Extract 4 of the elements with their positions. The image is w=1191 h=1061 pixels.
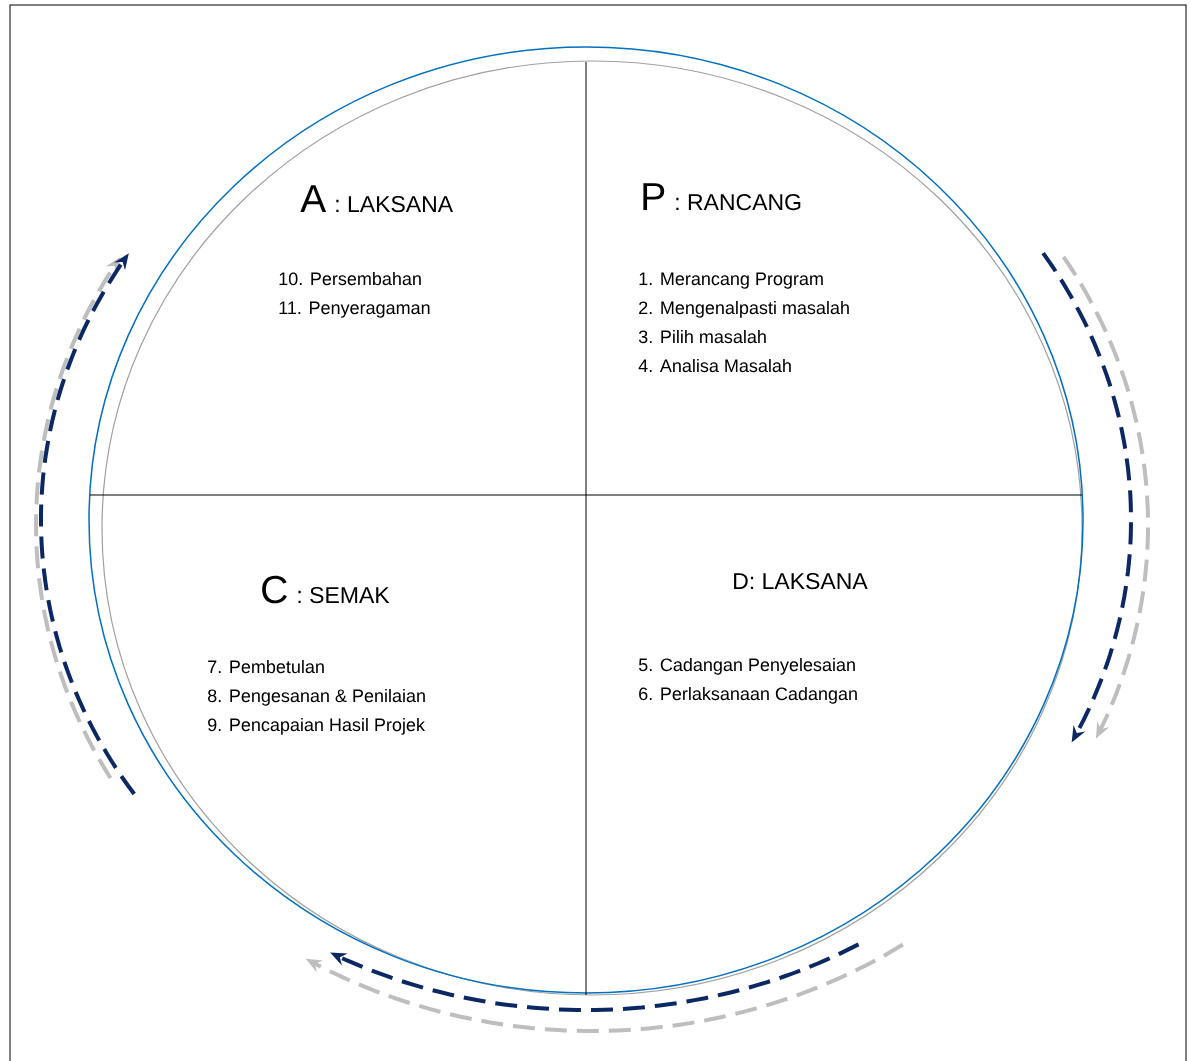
quadrant-text: D: LAKSANA 5. Cadangan Penyelesaian 6. Perlaksanaan Cadangan xyxy=(638,572,868,704)
quadrant-text: P : RANCANG 1. Merancang Program 2. Mengenalpasti masalah 3. Pilih masalah 4. Analisa Masalah xyxy=(638,183,849,373)
quadrant-text: A : LAKSANA 10. Persembahan 11. Penyeragaman xyxy=(279,185,454,318)
quadrant-text: C : SEMAK 7. Pembetulan 8. Pengesanan & Penilaian 9. Pencapaian Hasil Projek xyxy=(208,575,425,735)
